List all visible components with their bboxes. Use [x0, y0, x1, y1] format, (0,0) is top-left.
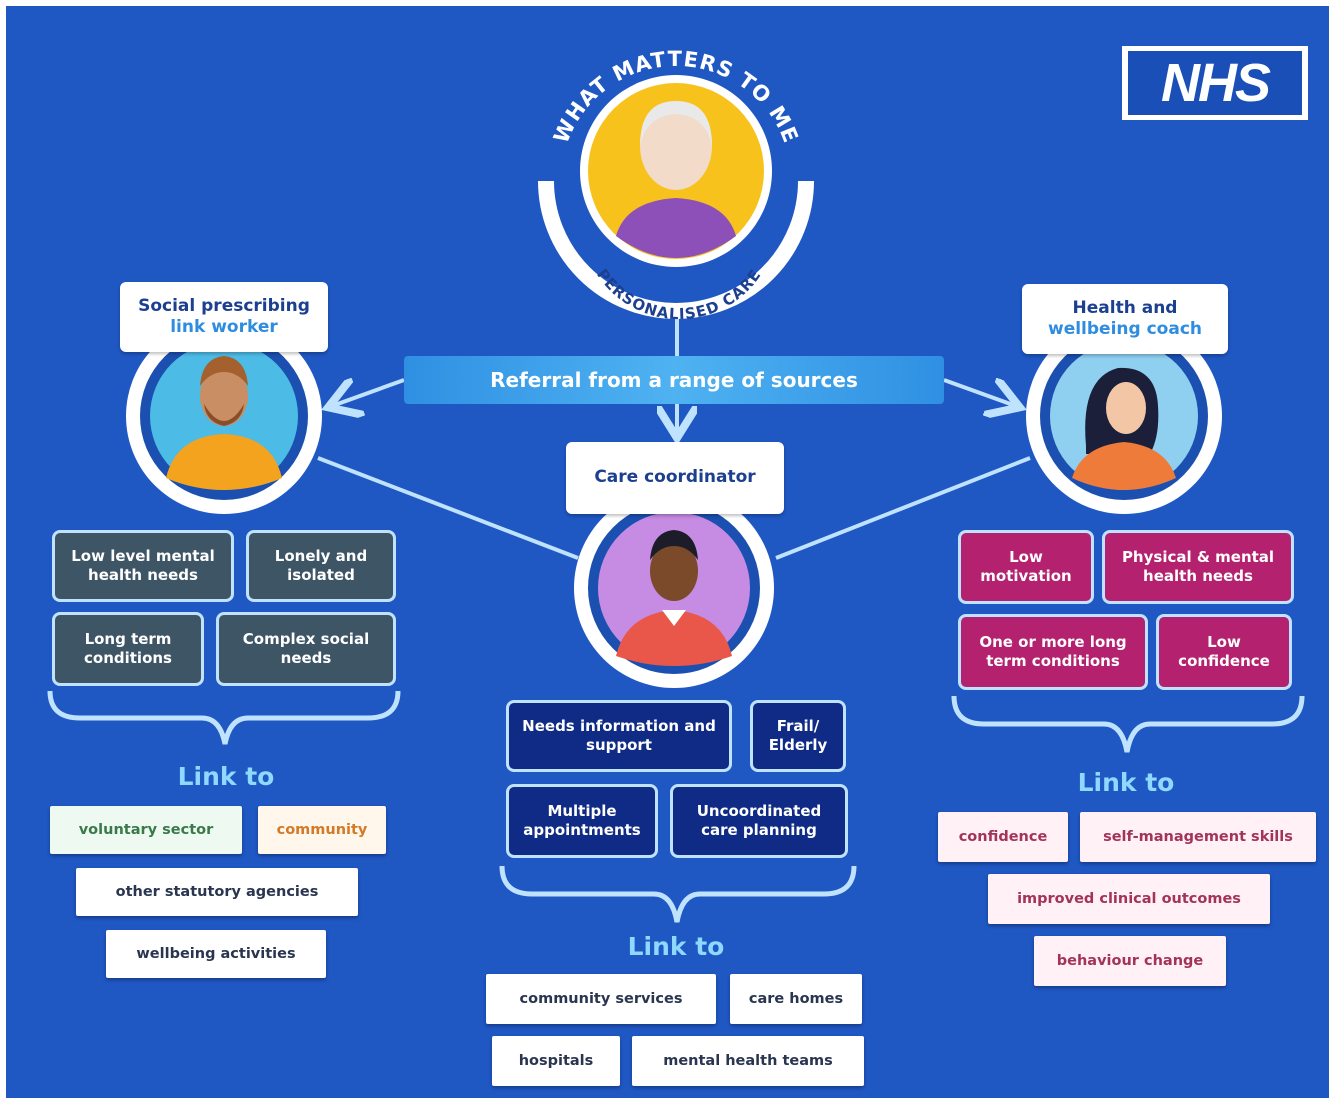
- connector-right-center: [775, 456, 1031, 560]
- link-left-1: voluntary sector: [50, 806, 242, 854]
- link-title-right: Link to: [1077, 768, 1175, 797]
- hub-badge: WHAT MATTERS TO ME PERSONALISED CARE: [538, 47, 814, 323]
- person-center-avatar: [574, 488, 774, 688]
- link-right-4: behaviour change: [1034, 936, 1226, 986]
- link-center-2: care homes: [730, 974, 862, 1024]
- link-left-3: other statutory agencies: [76, 868, 358, 916]
- need-right-1: Low motivation: [958, 530, 1094, 604]
- connector-left-center: [317, 456, 579, 560]
- link-center-3: hospitals: [492, 1036, 620, 1086]
- link-left-2: community: [258, 806, 386, 854]
- need-center-4: Uncoordinated care planning: [670, 784, 848, 858]
- connector-layer: WHAT MATTERS TO ME PERSONALISED CARE: [47, 47, 1305, 923]
- nhs-logo-text: NHS: [1128, 51, 1302, 115]
- person-left-avatar: [126, 318, 322, 514]
- role-right-label: Health and wellbeing coach: [1022, 284, 1228, 354]
- need-center-3: Multiple appointments: [506, 784, 658, 858]
- link-title-left: Link to: [177, 762, 275, 791]
- brace-right: [951, 695, 1305, 753]
- need-center-1: Needs information and support: [506, 700, 732, 772]
- role-right-line1: Health and: [1072, 297, 1178, 318]
- role-left-line2: link worker: [170, 317, 278, 337]
- link-center-1: community services: [486, 974, 716, 1024]
- role-center-label: Care coordinator: [566, 442, 784, 514]
- diagram-canvas: WHAT MATTERS TO ME PERSONALISED CARE: [6, 6, 1329, 1098]
- referral-banner: Referral from a range of sources: [404, 356, 944, 404]
- connector-to-left: [332, 380, 405, 406]
- role-left-line1: Social prescribing: [138, 295, 310, 316]
- need-left-4: Complex social needs: [216, 612, 396, 686]
- need-left-3: Long term conditions: [52, 612, 204, 686]
- need-left-1: Low level mental health needs: [52, 530, 234, 602]
- role-right-line2: wellbeing coach: [1047, 319, 1202, 339]
- role-left-label: Social prescribing link worker: [120, 282, 328, 352]
- brace-left: [47, 690, 401, 745]
- nhs-logo: NHS: [1122, 46, 1308, 120]
- need-right-3: One or more long term conditions: [958, 614, 1148, 690]
- need-left-2: Lonely and isolated: [246, 530, 396, 602]
- link-right-1: confidence: [938, 812, 1068, 862]
- link-left-4: wellbeing activities: [106, 930, 326, 978]
- person-right-avatar: [1026, 318, 1222, 514]
- need-right-4: Low confidence: [1156, 614, 1292, 690]
- need-center-2: Frail/ Elderly: [750, 700, 846, 772]
- hub-bottom-text: PERSONALISED CARE: [593, 266, 765, 323]
- link-right-3: improved clinical outcomes: [988, 874, 1270, 924]
- link-right-2: self-management skills: [1080, 812, 1316, 862]
- need-right-2: Physical & mental health needs: [1102, 530, 1294, 604]
- link-title-center: Link to: [627, 932, 725, 961]
- person-hub-icon: [616, 101, 736, 258]
- link-center-4: mental health teams: [632, 1036, 864, 1086]
- connector-to-right: [943, 380, 1016, 406]
- brace-center: [499, 865, 857, 923]
